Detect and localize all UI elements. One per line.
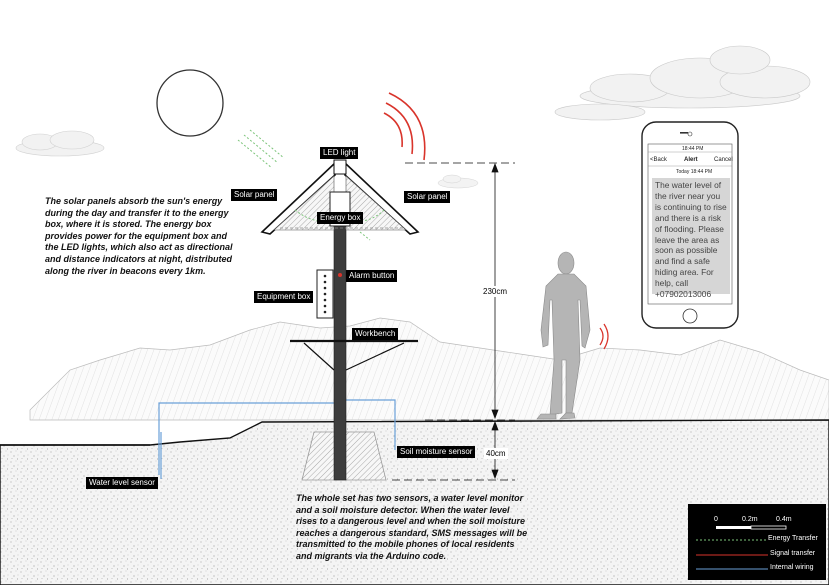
description-bottom: The whole set has two sensors, a water l…	[296, 493, 528, 561]
dimension-label-40: 40cm	[484, 448, 508, 459]
label-solar-panel-left: Solar panel	[231, 189, 278, 201]
label-energy-box: Energy box	[317, 212, 364, 224]
legend-internal-wiring: Internal wiring	[770, 564, 814, 571]
mountains	[29, 317, 829, 421]
label-equipment-box: Equipment box	[254, 291, 314, 303]
dimension-label-230: 230cm	[481, 286, 510, 297]
label-soil-moisture-sensor: Soil moisture sensor	[397, 446, 476, 458]
ground	[0, 419, 829, 585]
label-alarm-button: Alarm button	[346, 270, 398, 282]
person	[536, 251, 591, 420]
phone-status-time: 18:44 PM	[682, 146, 704, 152]
sun	[156, 69, 224, 137]
signal-waves-person	[599, 323, 609, 350]
legend-scale-0: 0	[714, 516, 718, 523]
phone-date-line: Today 18:44 PM	[676, 169, 713, 175]
equipment-box-shape	[316, 269, 334, 319]
cloud-left	[15, 130, 105, 157]
workbench-shape	[290, 339, 418, 371]
signal-waves-pole	[383, 92, 426, 161]
phone-cancel-button[interactable]: Cancel	[714, 157, 733, 163]
internal-wiring	[158, 399, 396, 479]
legend-signal-transfer: Signal transfer	[770, 550, 816, 557]
phone-back-button[interactable]: <Back	[650, 157, 667, 163]
legend-graphics	[696, 525, 787, 570]
label-workbench: Workbench	[352, 328, 399, 340]
cloud-small	[437, 174, 479, 189]
legend-scale-1: 0.2m	[742, 516, 758, 523]
alarm-button-dot[interactable]	[338, 273, 342, 277]
label-led-light: LED light	[320, 147, 359, 159]
legend-scale-2: 0.4m	[776, 516, 792, 523]
legend-energy-transfer: Energy Transfer	[768, 535, 818, 542]
description-left: The solar panels absorb the sun's energy…	[45, 196, 233, 276]
legend: 0 0.2m 0.4m Energy Transfer Signal trans…	[688, 504, 826, 580]
energy-rays	[237, 129, 285, 169]
pole	[333, 224, 347, 481]
phone-title: Alert	[684, 157, 698, 163]
phone-message: The water level of the river near you is…	[652, 178, 730, 299]
cloud-right	[554, 45, 811, 121]
label-water-level-sensor: Water level sensor	[86, 477, 158, 489]
label-solar-panel-right: Solar panel	[404, 191, 451, 203]
